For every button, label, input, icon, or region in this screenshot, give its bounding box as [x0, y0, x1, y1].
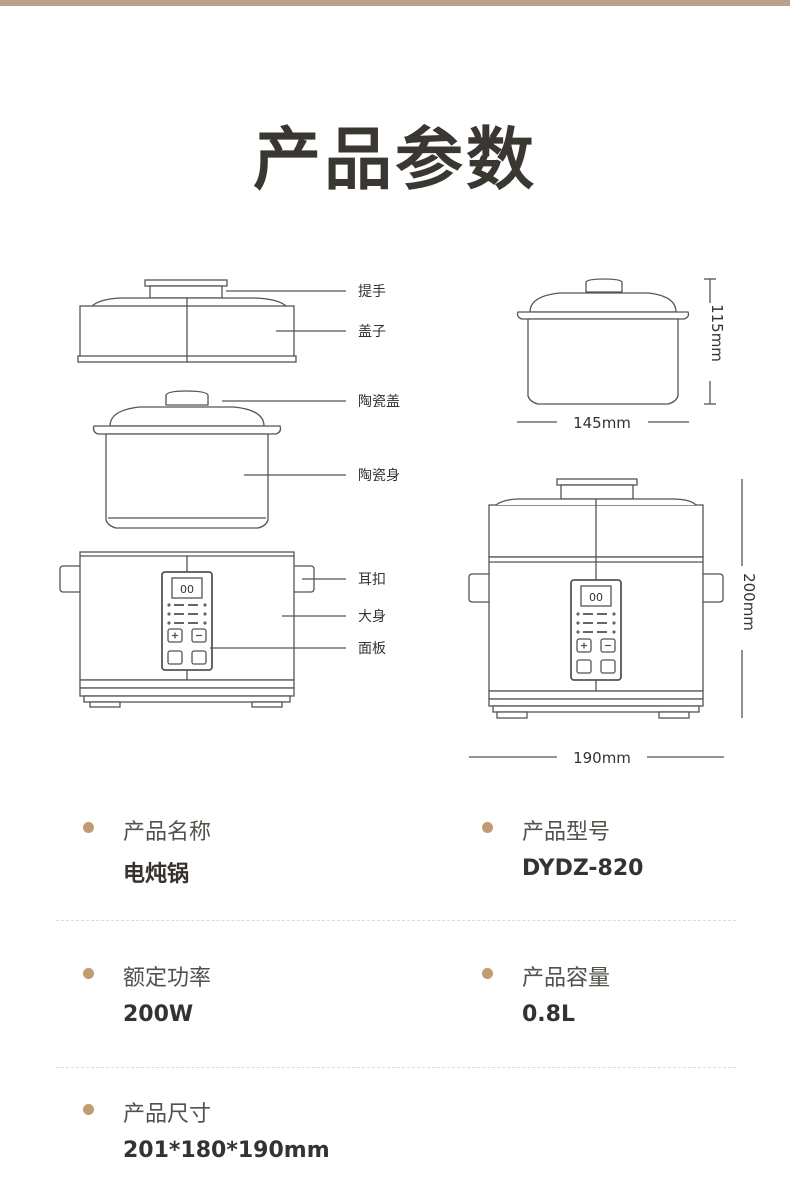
callout-handle: 提手 [358, 284, 386, 300]
spec-label: 产品尺寸 [123, 1102, 212, 1127]
spec-label: 产品容量 [522, 966, 611, 991]
pot-width-label: 145mm [573, 414, 631, 432]
cooker-width-label: 190mm [573, 749, 631, 767]
callout-panel: 面板 [358, 641, 386, 657]
spec-value: DYDZ-820 [522, 856, 644, 881]
bullet-dot [83, 1104, 94, 1115]
spec-label: 额定功率 [123, 966, 212, 991]
callout-lines [210, 290, 346, 649]
cooker-height-label: 200mm [740, 573, 758, 631]
spec-label: 产品型号 [522, 820, 611, 845]
spec-value: 200W [123, 1002, 194, 1027]
top-accent-bar [0, 0, 790, 6]
callout-main-body: 大身 [358, 609, 386, 625]
callout-ceramic-lid: 陶瓷盖 [358, 394, 400, 410]
callout-ear-clip: 耳扣 [358, 572, 386, 588]
bullet-dot [482, 968, 493, 979]
main-body-drawing: 00 [59, 551, 315, 708]
assembled-cooker-dimension-view: 00 200mm 190mm [468, 478, 758, 767]
ceramic-pot-dimension-view: 115mm 145mm [516, 278, 726, 432]
product-diagram: 00 提手 盖子 [59, 278, 758, 767]
ceramic-pot-drawing [92, 390, 282, 529]
bullet-dot [482, 822, 493, 833]
callout-lid: 盖子 [358, 324, 386, 340]
bullet-dot [83, 822, 94, 833]
display-digits-2: 00 [589, 591, 603, 604]
divider [56, 920, 736, 921]
callout-ceramic-body: 陶瓷身 [358, 468, 400, 484]
outer-lid-drawing [77, 279, 297, 363]
exploded-view: 00 提手 盖子 [59, 279, 400, 708]
spec-value: 0.8L [522, 1002, 575, 1027]
spec-label: 产品名称 [123, 820, 212, 845]
divider [56, 1067, 736, 1068]
bullet-dot [83, 968, 94, 979]
display-digits: 00 [180, 583, 194, 596]
pot-height-label: 115mm [708, 304, 726, 362]
spec-value: 201*180*190mm [123, 1138, 330, 1163]
spec-value: 电炖锅 [123, 862, 190, 887]
page-title: 产品参数 [252, 121, 537, 200]
